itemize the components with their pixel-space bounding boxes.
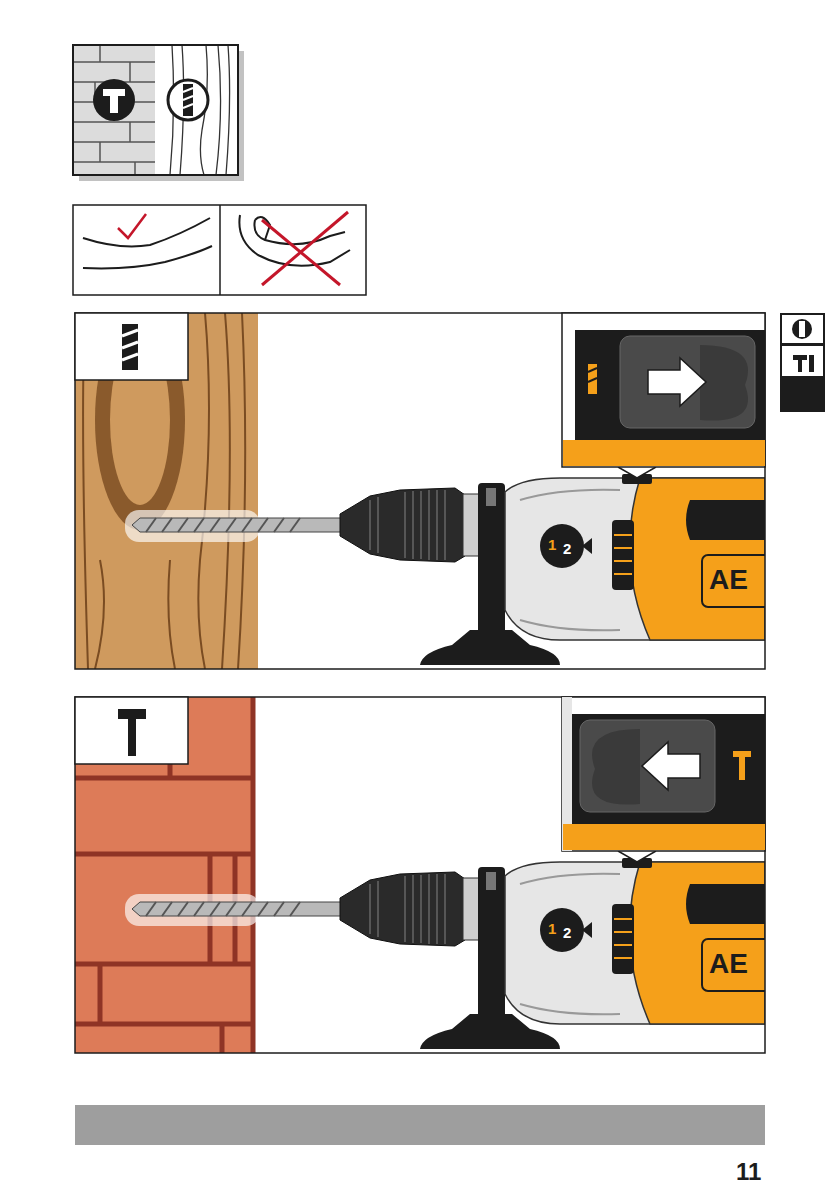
gear-number: 1 bbox=[548, 537, 556, 552]
gear-number: 2 bbox=[563, 925, 571, 940]
brand-logo: AE bbox=[709, 950, 748, 978]
brand-logo: AE bbox=[709, 566, 748, 594]
page-number: 11 bbox=[736, 1160, 761, 1184]
gear-number: 1 bbox=[548, 921, 556, 936]
gear-number: 2 bbox=[563, 541, 571, 556]
